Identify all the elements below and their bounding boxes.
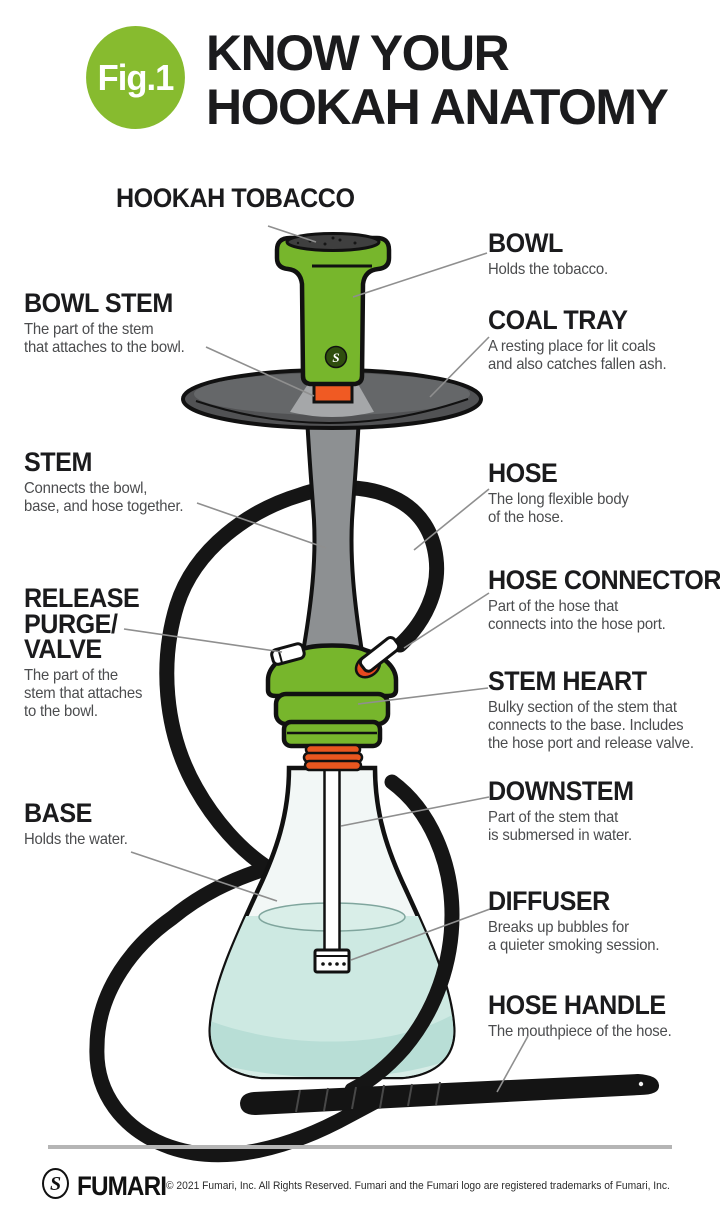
hose-front-path [344,774,460,1098]
figure-badge: Fig.1 [86,26,185,129]
label-coal-tray: COAL TRAY A resting place for lit coals … [488,305,667,374]
leader-base [130,851,278,902]
label-coal-tray-description: A resting place for lit coals and also c… [488,337,667,373]
label-diffuser-heading: DIFFUSER [488,886,610,916]
hose-path [89,480,445,1163]
label-base-heading: BASE [24,798,92,828]
label-hookah-tobacco-heading: HOOKAH TOBACCO [116,183,355,213]
diffuser-holes [321,962,346,966]
label-downstem-description: Part of the stem that is submersed in wa… [488,808,632,844]
label-stem-description: Connects the bowl, base, and hose togeth… [24,479,184,515]
label-hose-connector-heading: HOSE CONNECTOR [488,565,720,595]
leader-hookah-tobacco [267,225,317,243]
water [210,916,454,1077]
label-hose-description: The long flexible body of the hose. [488,490,629,526]
label-bowl: BOWL Holds the tobacco. [488,228,608,279]
label-hookah-tobacco: HOOKAH TOBACCO [116,183,355,213]
footer-brand: FUMARI [77,1171,167,1201]
label-hose-heading: HOSE [488,458,558,488]
label-hose-connector-description: Part of the hose that connects into the … [488,597,666,633]
label-release-purge-valve: RELEASE PURGE/ VALVE The part of the ste… [24,583,143,721]
label-stem-heading: STEM [24,447,92,477]
stem-coils [302,743,364,772]
bowl-shape [274,235,392,387]
figure-badge-text: Fig.1 [97,56,175,98]
label-downstem: DOWNSTEM Part of the stem that is submer… [488,776,634,845]
label-hose-handle-description: The mouthpiece of the hose. [488,1022,672,1040]
label-bowl-stem-description: The part of the stem that attaches to th… [24,320,185,356]
label-diffuser: DIFFUSER Breaks up bubbles for a quieter… [488,886,660,955]
label-stem: STEM Connects the bowl, base, and hose t… [24,447,184,516]
label-hose-connector: HOSE CONNECTOR Part of the hose that con… [488,565,720,634]
label-bowl-stem: BOWL STEM The part of the stem that atta… [24,288,185,357]
page-title: KNOW YOUR HOOKAH ANATOMY [206,25,669,135]
diffuser-shape [313,948,351,974]
label-release-purge-valve-description: The part of the stem that attaches to th… [24,666,143,720]
label-hose-handle: HOSE HANDLE The mouthpiece of the hose. [488,990,672,1041]
leader-stem-heart [357,687,489,705]
stem-heart-bulge [273,691,391,727]
bowl-logo-glyph: S [332,350,339,365]
label-hose-handle-heading: HOSE HANDLE [488,990,666,1020]
leader-hose-connector [403,592,490,649]
label-stem-heart: STEM HEART Bulky section of the stem tha… [488,666,694,752]
fumari-logo-icon: S [42,1168,69,1199]
hose-handle-shape [240,1074,660,1115]
footer-copyright: © 2021 Fumari, Inc. All Rights Reserved.… [166,1180,670,1192]
label-downstem-heading: DOWNSTEM [488,776,634,806]
leader-bowl-stem [205,346,315,397]
label-bowl-description: Holds the tobacco. [488,260,608,278]
stem-shape [300,415,365,654]
coal-tray-rim-line [195,398,469,424]
tobacco-shape [285,232,381,252]
label-coal-tray-heading: COAL TRAY [488,305,628,335]
label-base-description: Holds the water. [24,830,128,848]
label-bowl-heading: BOWL [488,228,563,258]
label-bowl-stem-heading: BOWL STEM [24,288,173,318]
bowl-logo-icon [324,345,348,369]
leader-downstem [340,796,490,827]
leader-hose [413,488,490,551]
label-diffuser-description: Breaks up bubbles for a quieter smoking … [488,918,660,954]
fumari-logo-glyph: S [49,1172,62,1195]
label-stem-heart-description: Bulky section of the stem that connects … [488,698,694,752]
leader-release-valve [123,628,283,653]
leader-hose-handle [496,1035,529,1093]
label-stem-heart-heading: STEM HEART [488,666,647,696]
label-release-purge-valve-heading: RELEASE PURGE/ VALVE [24,583,140,665]
label-base: BASE Holds the water. [24,798,128,849]
label-hose: HOSE The long flexible body of the hose. [488,458,629,527]
downstem-tube [323,764,341,958]
leader-diffuser [350,908,491,961]
leader-lines [123,225,529,1093]
leader-bowl [352,252,488,298]
hose-connector-shape [358,636,401,673]
leader-coal-tray [429,336,490,398]
leader-stem [196,502,327,549]
footer-divider [48,1145,672,1149]
